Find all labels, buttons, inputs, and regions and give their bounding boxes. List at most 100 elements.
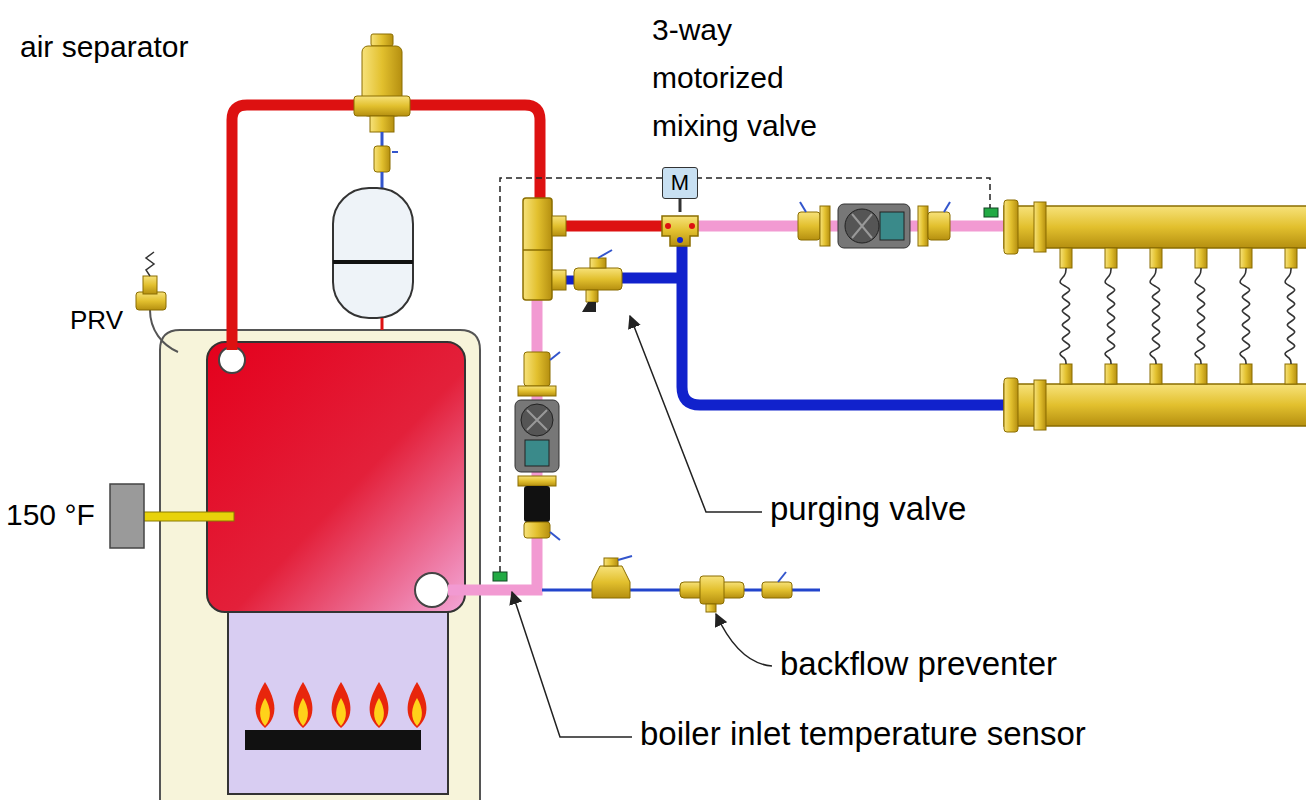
boiler-circulator	[515, 400, 559, 472]
boiler-tank	[415, 573, 449, 607]
supply-pipe	[232, 105, 665, 350]
return-manifold	[1034, 380, 1046, 430]
air-separator	[381, 132, 384, 146]
burner-flames	[412, 698, 422, 726]
circulator-pump	[845, 209, 879, 243]
control-wiring	[500, 178, 990, 572]
purging-valve	[582, 302, 596, 312]
mixing-valve-body	[689, 223, 695, 229]
leader-line	[716, 614, 772, 666]
supply-manifold	[1004, 200, 1018, 254]
purging-valve	[590, 258, 606, 268]
boiler-circulator	[550, 532, 560, 540]
burner-flames	[332, 682, 351, 728]
expansion-tank	[381, 318, 384, 330]
mixing-valve-body	[662, 216, 698, 246]
boiler-circulator	[525, 440, 549, 466]
boiler-circulator	[524, 486, 550, 522]
burner-flames	[370, 682, 389, 728]
burner-flames	[332, 682, 351, 728]
boiler-cabinet	[160, 330, 480, 800]
burner-flames	[336, 698, 346, 726]
aquastat	[142, 512, 234, 521]
backflow-preventer	[700, 576, 724, 604]
primary-tees	[552, 270, 566, 290]
boiler-tank	[207, 342, 465, 612]
return-pipe	[620, 273, 682, 284]
tubing-loops	[1060, 364, 1072, 384]
pressure-reducing-valve	[604, 558, 618, 566]
leader-line	[512, 592, 632, 737]
mixing-valve-body	[662, 198, 698, 246]
pressure-reducing-valve	[592, 566, 630, 598]
tubing-loops	[1060, 248, 1297, 384]
air-separator	[354, 34, 410, 190]
tubing-loops	[1285, 364, 1297, 384]
expansion-tank	[333, 260, 413, 264]
tubing-loops	[1060, 248, 1072, 268]
tubing-loops	[1195, 364, 1207, 384]
boiler-circulator	[518, 386, 556, 396]
air-separator	[392, 151, 398, 153]
pressure-reducing-valve	[592, 556, 632, 598]
burner-flames	[245, 682, 426, 750]
boiler-circulator	[521, 404, 553, 436]
boiler-tank	[219, 347, 245, 373]
purging-valve	[598, 250, 612, 258]
ball-valve	[778, 572, 786, 582]
part-label: 3-way motorized mixing valve	[652, 6, 852, 150]
tubing-loops	[1150, 248, 1162, 268]
purging-valve	[586, 290, 598, 302]
tubing-loops	[1105, 364, 1117, 384]
part-label: PRV	[70, 306, 123, 336]
mixing-valve-body	[679, 198, 682, 212]
circulator-pump	[944, 202, 950, 212]
burner-flames	[294, 682, 313, 728]
burner-flames	[298, 698, 308, 726]
air-separator	[374, 146, 390, 172]
callout-label: backflow preventer	[780, 645, 1057, 683]
pressure-relief-valve	[150, 310, 178, 352]
combustion-chamber	[228, 612, 448, 794]
circulator-pump	[800, 202, 806, 212]
boiler-circulator	[550, 352, 560, 360]
ball-valve	[762, 572, 792, 598]
tubing-loops	[1195, 248, 1207, 268]
expansion-tank	[333, 188, 413, 318]
expansion-tank	[333, 188, 413, 330]
supply-manifold	[1004, 206, 1306, 248]
pressure-relief-valve	[136, 292, 166, 310]
return-pipe	[560, 240, 1010, 405]
aquastat	[110, 484, 234, 548]
part-label: air separator	[20, 30, 188, 65]
setpoint-label: 150 °F	[6, 498, 95, 533]
combustion-chamber	[228, 612, 448, 794]
return-pipe	[682, 240, 1010, 405]
temperature-sensor	[493, 208, 998, 581]
circulator-pump	[798, 212, 820, 240]
supply-pipe	[560, 221, 665, 232]
tubing-loops	[1240, 248, 1252, 268]
air-separator	[354, 96, 410, 116]
air-separator	[371, 34, 393, 46]
pressure-reducing-valve	[618, 556, 632, 560]
boiler-circulator	[524, 352, 550, 386]
tubing-loops	[1105, 268, 1115, 364]
burner-flames	[256, 682, 275, 728]
backflow-preventer	[706, 604, 716, 612]
boiler-tank	[207, 342, 465, 612]
circulator-pump	[820, 206, 830, 246]
burner-flames	[374, 698, 384, 726]
tubing-loops	[1240, 268, 1250, 364]
backflow-preventer	[680, 576, 744, 612]
air-separator	[370, 116, 394, 132]
tubing-loops	[1285, 248, 1297, 268]
boiler-circulator	[527, 410, 547, 430]
pressure-relief-valve	[143, 276, 157, 294]
tubing-loops	[1105, 248, 1117, 268]
primary-tees	[523, 198, 552, 300]
return-manifold	[1004, 378, 1018, 432]
leader-line	[512, 316, 772, 737]
callout-label: boiler inlet temperature sensor	[640, 715, 1086, 753]
